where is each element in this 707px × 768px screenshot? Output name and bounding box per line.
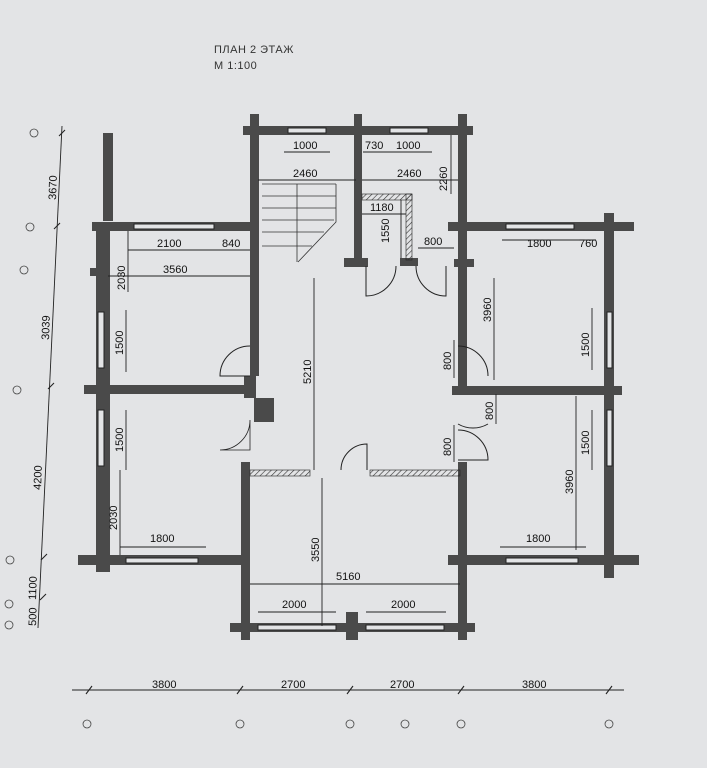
dimension-lines	[37, 125, 624, 691]
dimension-labels: 1000 730 1000 2460 2460 2260 1180 1550 8…	[108, 140, 597, 611]
dim-lb-depth: 2030	[108, 506, 120, 530]
dim-lt-window: 2100	[157, 238, 181, 250]
dim-door-r1: 800	[442, 352, 454, 370]
dim-lb-side-window: 1500	[114, 428, 126, 452]
dim-rt-pier: 760	[579, 238, 597, 250]
dim-rt-window: 1800	[527, 238, 551, 250]
axis-span-left-1: 3670	[47, 175, 60, 200]
dim-rb-side-window: 1500	[580, 431, 592, 455]
axis-span-4: 3800	[522, 679, 546, 691]
axis-span-labels: 3800 2700 2700 3800 3670 3039 4200 1100 …	[27, 175, 546, 691]
axis-span-1: 3800	[152, 679, 176, 691]
doors	[219, 265, 489, 471]
axis-span-left-4: 1100	[27, 576, 40, 600]
dim-stair-width: 2460	[293, 168, 317, 180]
dim-lt-depth: 2030	[116, 266, 128, 290]
dim-top-730: 730	[365, 140, 383, 152]
axis-span-left-2: 3039	[40, 315, 53, 340]
axis-span-3: 2700	[390, 679, 414, 691]
dim-hall-length: 5210	[302, 360, 314, 384]
dim-balcony-width: 5160	[336, 571, 360, 583]
dim-bath-depth: 1550	[380, 219, 392, 243]
dim-door-r3: 800	[442, 438, 454, 456]
partitions	[249, 193, 461, 477]
dim-balc-window-right: 2000	[391, 599, 415, 611]
dim-balcony-depth: 3550	[310, 538, 322, 562]
dimension-ticks	[39, 129, 613, 695]
windows	[97, 127, 613, 631]
axis-span-2: 2700	[281, 679, 305, 691]
dim-door-r2: 800	[484, 402, 496, 420]
dim-rb-window: 1800	[526, 533, 550, 545]
dim-lb-window: 1800	[150, 533, 174, 545]
dim-bath-width: 1180	[370, 202, 394, 214]
dim-top-window-right: 1000	[396, 140, 420, 152]
dim-lt-width: 3560	[163, 264, 187, 276]
dim-hall-width: 2460	[397, 168, 421, 180]
dim-lt-side-window: 1500	[114, 331, 126, 355]
dim-top-window-left: 1000	[293, 140, 317, 152]
dim-lt-pier: 840	[222, 238, 240, 250]
axis-bubbles	[4, 128, 614, 729]
dim-rb-depth: 3960	[564, 470, 576, 494]
dim-rt-depth: 3960	[482, 298, 494, 322]
plan-scale: М 1:100	[214, 60, 258, 72]
staircase	[262, 183, 337, 263]
dim-rt-side-window: 1500	[580, 333, 592, 357]
dim-balc-window-left: 2000	[282, 599, 306, 611]
dim-bath-door: 800	[424, 236, 442, 248]
dim-hall-depth: 2260	[438, 167, 450, 191]
axis-span-left-3: 4200	[32, 465, 45, 490]
plan-title: ПЛАН 2 ЭТАЖ	[214, 44, 294, 56]
axis-span-left-5: 500	[27, 607, 40, 626]
